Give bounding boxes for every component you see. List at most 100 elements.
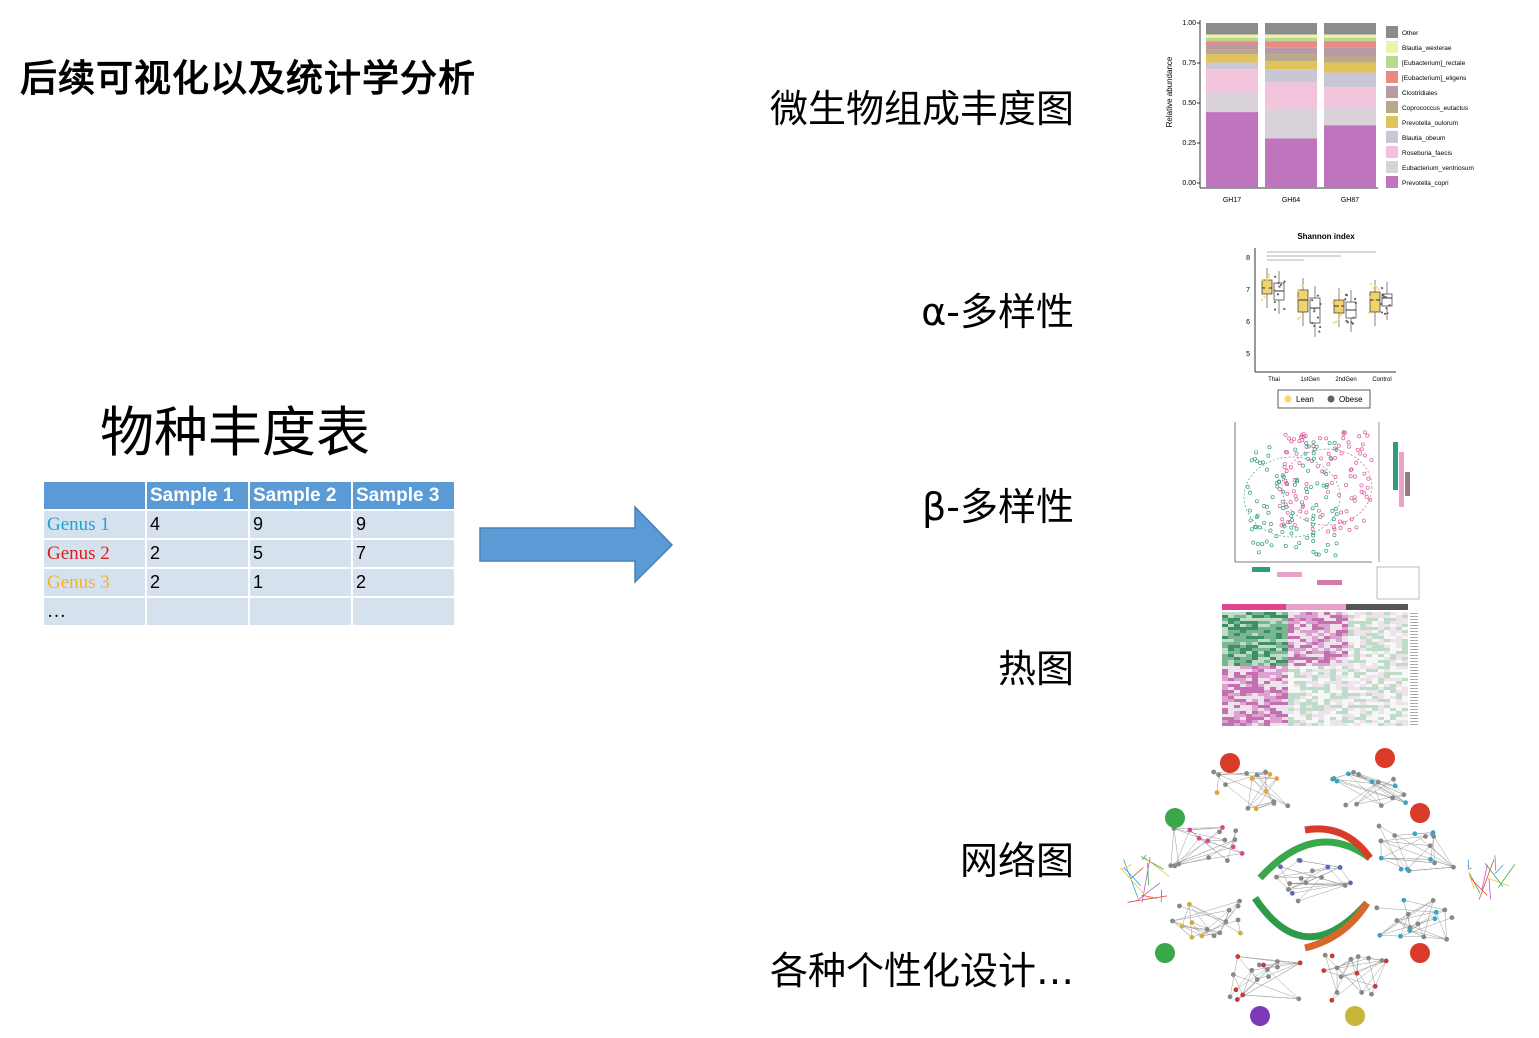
heat-cell: [1234, 624, 1240, 627]
heat-cell: [1378, 627, 1384, 630]
heat-cell: [1378, 636, 1384, 639]
heat-cell: [1348, 714, 1354, 717]
heat-cell: [1288, 702, 1294, 705]
heat-cell: [1288, 645, 1294, 648]
bar-segment: [1265, 41, 1317, 48]
heat-cell: [1360, 648, 1366, 651]
heat-cell: [1222, 681, 1228, 684]
heat-cell: [1330, 648, 1336, 651]
heat-cell: [1306, 681, 1312, 684]
heat-cell: [1366, 687, 1372, 690]
heat-cell: [1270, 690, 1276, 693]
heat-cell: [1288, 666, 1294, 669]
heat-cell: [1318, 633, 1324, 636]
heat-cell: [1270, 636, 1276, 639]
network-edge: [1256, 774, 1288, 806]
pcoa-point: [1363, 453, 1367, 458]
heat-cell: [1342, 621, 1348, 624]
pcoa-point: [1366, 476, 1371, 481]
row-label-mark: [1410, 685, 1418, 686]
heat-cell: [1366, 618, 1372, 621]
heat-cell: [1222, 705, 1228, 708]
heat-cell: [1348, 699, 1354, 702]
heat-cell: [1396, 666, 1402, 669]
heat-cell: [1276, 678, 1282, 681]
network-edge: [1408, 900, 1434, 915]
heat-cell: [1366, 672, 1372, 675]
pcoa-point: [1346, 444, 1351, 449]
heat-cell: [1240, 720, 1246, 723]
network-edge: [1213, 771, 1226, 785]
heat-cell: [1228, 690, 1234, 693]
heat-cell: [1390, 660, 1396, 663]
heat-cell: [1282, 660, 1288, 663]
pcoa-point: [1312, 447, 1317, 452]
heat-cell: [1372, 705, 1378, 708]
heat-cell: [1354, 636, 1360, 639]
heat-cell: [1270, 615, 1276, 618]
jitter-point: [1265, 288, 1268, 292]
heat-cell: [1354, 678, 1360, 681]
heat-cell: [1270, 657, 1276, 660]
network-edge: [1356, 779, 1394, 805]
heat-cell: [1330, 723, 1336, 726]
heat-cell: [1378, 705, 1384, 708]
heat-cell: [1306, 702, 1312, 705]
network-edge: [1444, 909, 1447, 940]
heat-cell: [1366, 651, 1372, 654]
pcoa-point: [1333, 506, 1338, 511]
heat-cell: [1324, 705, 1330, 708]
heat-cell: [1258, 657, 1264, 660]
pcoa-point: [1321, 483, 1326, 488]
heat-cell: [1282, 639, 1288, 642]
heat-cell: [1324, 657, 1330, 660]
jitter-point: [1375, 286, 1378, 289]
heat-cell: [1378, 657, 1384, 660]
heat-cell: [1330, 645, 1336, 648]
heat-cell: [1240, 708, 1246, 711]
heat-cell: [1402, 618, 1408, 621]
heat-cell: [1240, 723, 1246, 726]
heat-cell: [1282, 708, 1288, 711]
pcoa-point: [1315, 481, 1320, 486]
network-node: [1423, 833, 1428, 839]
heat-cell: [1330, 621, 1336, 624]
network-edge: [1189, 829, 1228, 861]
network-node: [1287, 881, 1293, 886]
heat-cell: [1324, 717, 1330, 720]
heat-cell: [1264, 639, 1270, 642]
heat-cell: [1288, 615, 1294, 618]
heat-cell: [1336, 618, 1342, 621]
network-node: [1237, 898, 1242, 904]
heat-cell: [1306, 684, 1312, 687]
heat-cell: [1306, 654, 1312, 657]
network-edge: [1216, 774, 1219, 793]
heat-cell: [1372, 696, 1378, 699]
heat-cell: [1390, 648, 1396, 651]
heat-cell: [1360, 621, 1366, 624]
legend-swatch: [1386, 116, 1398, 128]
pcoa-point: [1293, 447, 1298, 452]
heat-cell: [1300, 633, 1306, 636]
x-tick-label: GH87: [1341, 197, 1359, 204]
network-edge: [1340, 960, 1387, 977]
heat-cell: [1324, 621, 1330, 624]
heat-cell: [1384, 723, 1390, 726]
heat-cell: [1312, 666, 1318, 669]
network-node: [1274, 874, 1279, 880]
heat-cell: [1258, 669, 1264, 672]
correlation-line: [1141, 857, 1151, 903]
network-edge: [1257, 962, 1301, 980]
heat-cell: [1312, 672, 1318, 675]
heat-cell: [1288, 636, 1294, 639]
pcoa-point: [1327, 441, 1332, 446]
jitter-point: [1265, 278, 1269, 281]
pcoa-point: [1251, 540, 1256, 545]
heat-cell: [1318, 696, 1324, 699]
correlation-line: [1147, 862, 1149, 886]
heat-cell: [1228, 654, 1234, 657]
network-node: [1330, 776, 1336, 782]
heat-cell: [1246, 636, 1252, 639]
network-edge: [1356, 794, 1404, 805]
heat-cell: [1402, 660, 1408, 663]
